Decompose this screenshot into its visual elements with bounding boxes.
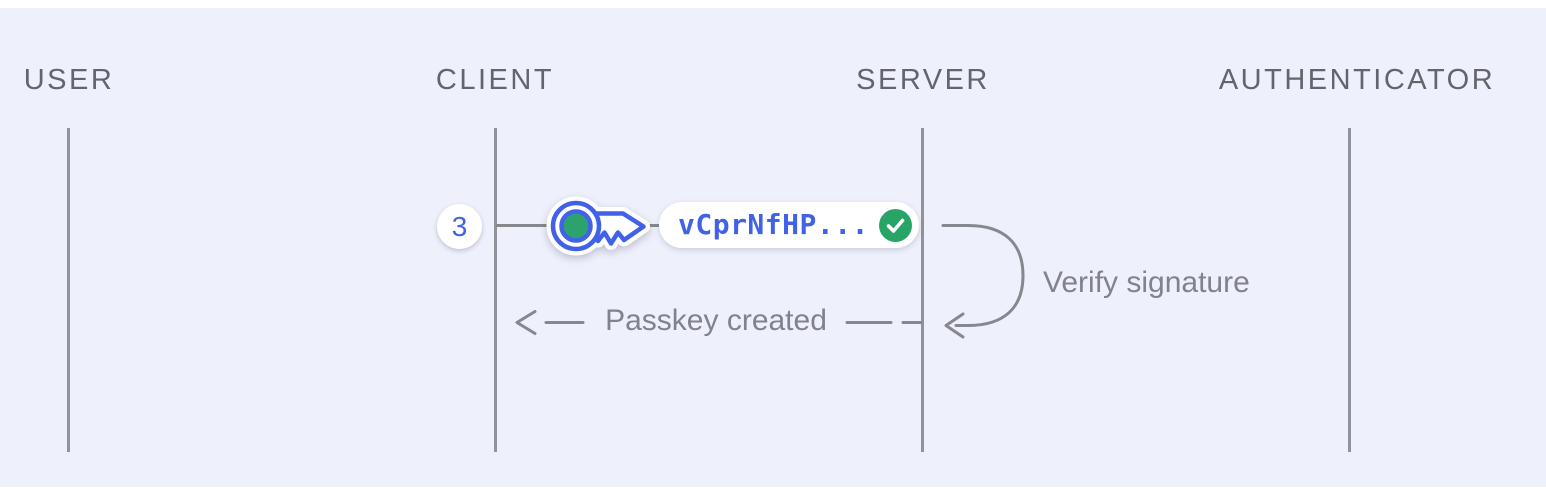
credential-value: vCprNfHP...	[678, 208, 869, 241]
lane-label-user: USER	[23, 64, 115, 96]
loop-arrowhead-icon	[944, 312, 965, 339]
step-number: 3	[451, 210, 468, 242]
lane-label-client: CLIENT	[435, 64, 555, 96]
passkey-key-icon	[546, 196, 650, 256]
verify-signature-loop	[941, 224, 1025, 327]
check-circle-icon	[878, 208, 912, 242]
message-label-passkey-created: Passkey created	[605, 304, 827, 337]
credential-pill: vCprNfHP...	[659, 202, 919, 248]
action-label-verify-signature: Verify signature	[1043, 266, 1250, 299]
lane-label-server: SERVER	[856, 64, 990, 96]
step-badge: 3	[437, 204, 482, 249]
return-arrowhead-icon	[515, 310, 537, 335]
lane-label-authenticator: AUTHENTICATOR	[1218, 64, 1496, 96]
